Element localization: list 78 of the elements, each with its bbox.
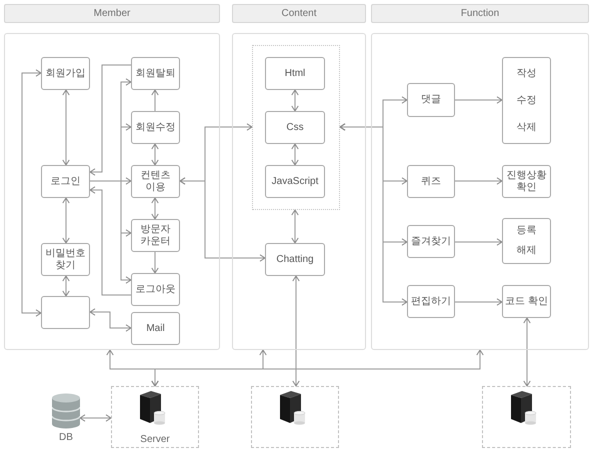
server-group-box — [251, 386, 339, 448]
arrow — [62, 90, 70, 166]
node-label: 편집하기 — [411, 296, 451, 308]
node-label: 비밀번호 찾기 — [44, 248, 86, 272]
arrow — [80, 414, 112, 422]
process-box — [41, 57, 90, 90]
node-label: 등록 — [516, 225, 536, 237]
arrow — [62, 198, 70, 244]
dashed-group-box — [252, 45, 340, 210]
arrow — [291, 144, 299, 166]
panel-header: Member — [4, 4, 220, 23]
panel-header: Content — [232, 4, 366, 23]
node-label: 즐겨찾기 — [411, 236, 451, 248]
process-box — [41, 243, 90, 276]
node-label: 로그인 — [50, 176, 80, 188]
process-box — [502, 285, 551, 318]
node-label: 회원가입 — [46, 68, 86, 80]
process-box — [131, 312, 180, 345]
node-label: 삭제 — [516, 122, 536, 134]
process-box — [407, 225, 455, 258]
process-box — [265, 57, 325, 90]
node-label: 컨텐츠 이용 — [140, 170, 172, 194]
arrow — [151, 144, 159, 166]
server-group-box — [482, 386, 571, 448]
arrow — [454, 96, 502, 104]
arrow — [22, 69, 42, 317]
panel-header: Function — [371, 4, 589, 23]
process-box — [407, 165, 455, 198]
process-box — [502, 165, 551, 198]
node-label: 로그아웃 — [136, 284, 176, 296]
arrow — [291, 210, 299, 244]
node-label: 코드 확인 — [505, 296, 548, 308]
process-box — [265, 243, 325, 276]
node-label: 작성 — [516, 68, 536, 80]
node-label: Css — [286, 122, 304, 134]
node-label: 진행상황 확인 — [506, 170, 548, 194]
node-label: 댓글 — [421, 94, 441, 106]
process-box — [41, 165, 90, 198]
arrow — [291, 90, 299, 112]
arrow — [151, 252, 159, 274]
node-label: Html — [284, 68, 306, 80]
server-group-box — [111, 386, 199, 448]
arrow — [90, 64, 132, 176]
node-label: DB — [59, 432, 73, 444]
arrow — [340, 123, 408, 306]
process-box — [41, 296, 90, 329]
node-label: Server — [140, 434, 170, 446]
arrow — [292, 276, 300, 386]
node-label: 수정 — [516, 94, 536, 106]
process-box — [502, 57, 551, 144]
process-box — [502, 218, 551, 264]
node-label: 회원탈퇴 — [136, 68, 176, 80]
arrow — [454, 298, 502, 306]
process-box — [407, 285, 455, 318]
node-label: JavaScript — [272, 176, 318, 188]
process-box — [265, 111, 325, 144]
arrow — [90, 308, 132, 332]
arrow — [62, 276, 70, 296]
process-box — [265, 165, 325, 198]
node-label: 해제 — [516, 245, 536, 257]
arrow — [180, 177, 266, 262]
arrow — [454, 177, 502, 185]
process-box — [131, 219, 180, 252]
process-box — [131, 111, 180, 144]
node-label: 퀴즈 — [421, 176, 441, 188]
node-label: 회원수정 — [136, 122, 176, 134]
node-label: 방문자 카운터 — [140, 224, 172, 248]
process-box — [131, 57, 180, 90]
process-box — [407, 83, 455, 117]
process-box — [131, 165, 180, 198]
arrow — [151, 350, 484, 386]
arrow — [454, 238, 502, 246]
arrow — [523, 318, 531, 386]
process-box — [131, 273, 180, 306]
node-label: Mail — [146, 322, 165, 334]
arrow — [151, 90, 159, 112]
node-label: Chatting — [276, 254, 314, 266]
arrow — [151, 198, 159, 220]
